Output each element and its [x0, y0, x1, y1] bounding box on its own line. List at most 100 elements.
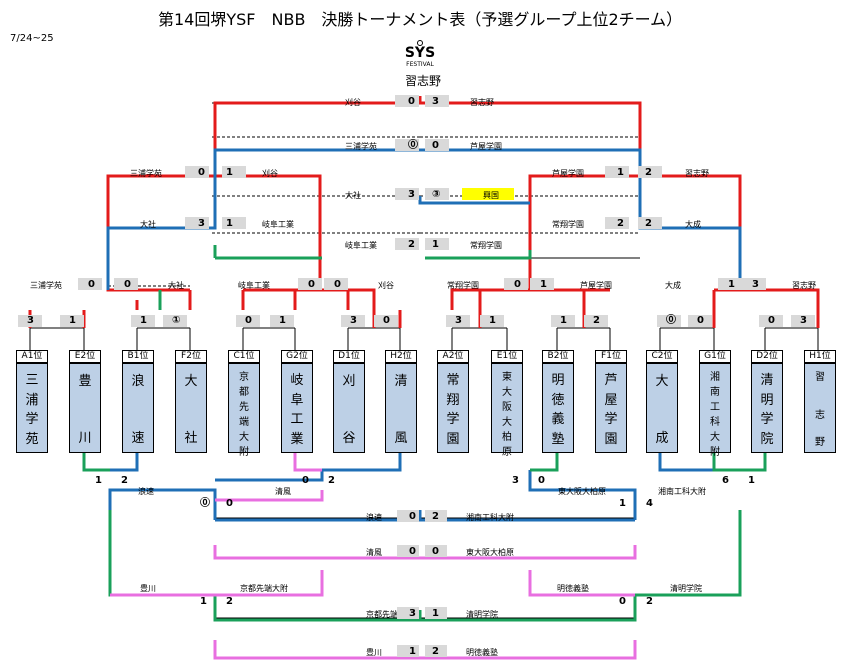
round1-score: ⓪: [666, 315, 676, 326]
round1-score: 1: [140, 315, 147, 326]
round1-score: 1: [69, 315, 76, 326]
score-cell: [395, 238, 419, 250]
team-name-char: [347, 392, 351, 407]
team-card: 清 風: [385, 363, 417, 453]
team-seed-label: H1位: [804, 350, 836, 363]
team-name-small: 習志野: [685, 169, 709, 178]
center-score: 3: [432, 96, 439, 107]
team-name-char: 風: [394, 430, 408, 446]
highlight-cell: [462, 188, 514, 200]
team-name-char: 学: [604, 412, 618, 428]
team-name-char: 明: [760, 392, 774, 408]
team-card: 芦屋学園: [595, 363, 627, 453]
team-seed-label: C2位: [646, 350, 678, 363]
team-name-small: 三浦学苑: [30, 281, 62, 290]
event-date: 7/24~25: [10, 33, 54, 44]
team-name-small: 芦屋学園: [580, 281, 612, 290]
score-cell: [78, 278, 102, 290]
score-cell: [425, 545, 447, 557]
team-name-char: 清: [760, 372, 774, 388]
score-cell: [397, 607, 419, 619]
score-cell: [605, 166, 629, 178]
round2-score: 0: [334, 279, 341, 290]
team-name-char: [83, 392, 87, 407]
score-cell: [425, 510, 447, 522]
team-name-char: [399, 409, 403, 424]
score-cell: [222, 217, 246, 229]
score-cell: [185, 166, 209, 178]
team-name-char: 院: [760, 432, 774, 448]
score-cell: [395, 95, 419, 107]
score-cell: [742, 278, 766, 290]
semi-score: 2: [645, 167, 652, 178]
score-cell: [530, 278, 554, 290]
team-seed-label: F2位: [175, 350, 207, 363]
center-score: 1: [432, 239, 439, 250]
team-name-small: 刈谷: [345, 98, 361, 107]
team-name-char: [189, 409, 193, 424]
team-card: 習 志 野: [804, 363, 836, 453]
team-name-char: 湘: [710, 372, 720, 383]
team-name-char: 谷: [342, 430, 356, 446]
team-name-small: 清風: [366, 548, 382, 557]
page-title: 第14回堺YSF NBB 決勝トーナメント表（予選グループ上位2チーム）: [158, 10, 683, 29]
team-name-char: 南: [710, 387, 720, 398]
team-name-char: [818, 421, 821, 432]
champion-label: 習志野: [405, 74, 442, 88]
score-cell: [791, 315, 815, 327]
team-name-small: 常翔学園: [447, 281, 479, 290]
team-name-char: [399, 392, 403, 407]
score-cell: [480, 315, 504, 327]
team-name-char: 工: [290, 412, 304, 428]
team-name-small: 大成: [665, 281, 681, 290]
team-name-char: 速: [131, 430, 145, 446]
score-cell: [759, 315, 783, 327]
team-name-char: 大: [502, 417, 512, 428]
team-name-char: [818, 395, 821, 406]
team-name-char: 業: [290, 432, 304, 448]
team-name-small: 浪速: [366, 513, 382, 522]
team-seed-label: F1位: [595, 350, 627, 363]
semi-score: 3: [198, 218, 205, 229]
score-cell: [397, 645, 419, 657]
team-seed-label: H2位: [385, 350, 417, 363]
consolation-score: 2: [121, 475, 128, 486]
semi-score: 1: [617, 167, 624, 178]
center-score: ⓪: [408, 140, 418, 151]
score-cell: [425, 607, 447, 619]
consolation-score: 1: [432, 608, 439, 619]
team-seed-label: E2位: [69, 350, 101, 363]
team-seed-label: E1位: [491, 350, 523, 363]
score-cell: [425, 645, 447, 657]
consolation-score: 0: [226, 498, 233, 509]
score-cell: [446, 315, 470, 327]
team-name-small: 常翔学園: [552, 220, 584, 229]
consolation-score: 2: [328, 475, 335, 486]
team-name-small: 清明学院: [670, 584, 702, 593]
semi-score: 0: [198, 167, 205, 178]
team-name-char: 原: [502, 447, 512, 458]
team-name-small: 湘南工科大附: [658, 487, 706, 496]
team-name-small: 豊川: [140, 584, 156, 593]
svg-text:FESTIVAL: FESTIVAL: [406, 61, 434, 68]
team-name-char: 明: [551, 372, 565, 388]
score-cell: [60, 315, 84, 327]
team-name-small: 清明学院: [466, 610, 498, 619]
score-cell: [718, 278, 742, 290]
team-name-small: 大社: [168, 281, 184, 290]
team-name-char: 学: [760, 412, 774, 428]
team-name-char: 学: [25, 412, 39, 428]
consolation-score: 2: [432, 511, 439, 522]
team-name-char: 阜: [290, 392, 304, 408]
consolation-score: 0: [432, 546, 439, 557]
team-name-char: 阪: [502, 402, 512, 413]
score-cell: [425, 188, 449, 200]
team-card: 清明学院: [751, 363, 783, 453]
round2-score: 0: [88, 279, 95, 290]
team-card: 浪 速: [122, 363, 154, 453]
team-seed-label: D2位: [751, 350, 783, 363]
center-score: 2: [408, 239, 415, 250]
team-name-char: 附: [239, 447, 249, 458]
team-card: 三浦学苑: [16, 363, 48, 453]
